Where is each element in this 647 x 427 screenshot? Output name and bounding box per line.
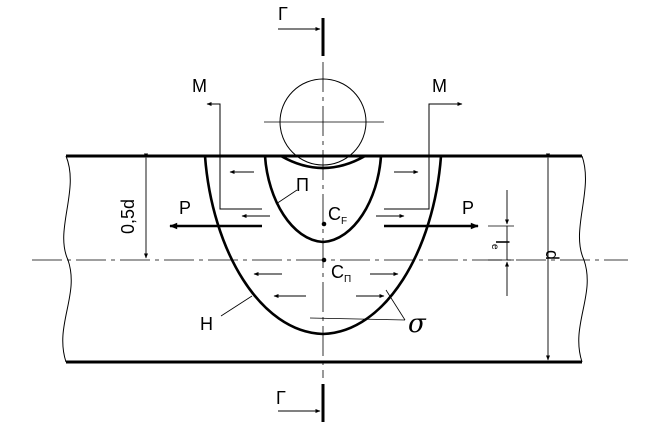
center-f-label: СF bbox=[328, 204, 347, 227]
sigma-callout: σ bbox=[309, 289, 427, 339]
zone-p-callout: П bbox=[275, 175, 309, 205]
dimension-depth: d bbox=[542, 153, 562, 361]
moment-left: М bbox=[192, 76, 262, 210]
moment-right: М bbox=[384, 76, 463, 210]
moment-label-right: М bbox=[432, 76, 447, 96]
plate-left-break bbox=[62, 155, 72, 363]
plate-right-break bbox=[578, 155, 588, 363]
eccentricity-label: le bbox=[489, 240, 512, 250]
center-p-label: СП bbox=[331, 262, 351, 285]
zone-p-label: П bbox=[296, 175, 309, 195]
depth-label: d bbox=[542, 250, 562, 260]
zone-p-outline bbox=[263, 155, 383, 244]
center-p-dot bbox=[321, 257, 327, 263]
force-label-left: Р bbox=[179, 198, 191, 218]
sigma-label: σ bbox=[408, 309, 427, 339]
zone-h-outline bbox=[203, 155, 443, 336]
force-left: Р bbox=[169, 198, 262, 230]
center-f-dot bbox=[321, 221, 327, 227]
half-depth-label: 0,5d bbox=[118, 199, 138, 234]
section-label-bottom: Г bbox=[276, 388, 286, 408]
zone-h-label: Н bbox=[200, 314, 213, 334]
section-mark-bottom: Г bbox=[276, 384, 325, 422]
moment-label-left: М bbox=[192, 76, 207, 96]
force-right: Р bbox=[384, 198, 479, 230]
section-mark-top: Г bbox=[278, 4, 325, 56]
zone-h-callout: Н bbox=[200, 295, 253, 334]
stress-arrows bbox=[229, 170, 419, 298]
dimension-eccentricity: le bbox=[488, 190, 514, 296]
contact-dent bbox=[280, 154, 366, 170]
dimension-half-depth: 0,5d bbox=[118, 153, 148, 259]
section-label-top: Г bbox=[278, 4, 288, 24]
force-label-right: Р bbox=[462, 198, 474, 218]
